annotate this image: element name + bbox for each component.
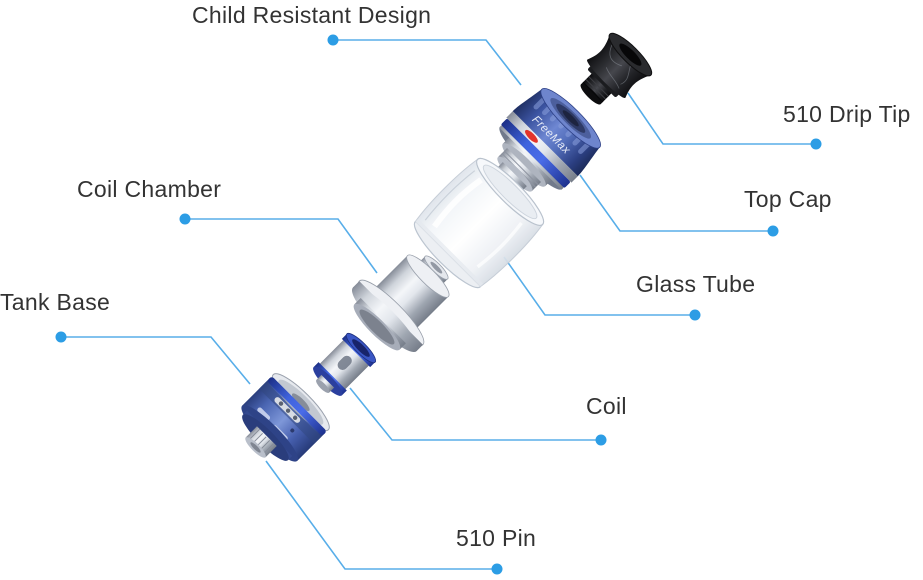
part-tank-base bbox=[241, 373, 330, 462]
callout-line-child-resistant bbox=[333, 39, 522, 86]
label-top-cap: Top Cap bbox=[744, 186, 832, 212]
label-glass-tube: Glass Tube bbox=[636, 271, 756, 297]
label-coil: Coil bbox=[586, 393, 627, 419]
callout-dot-tank-base bbox=[55, 331, 67, 343]
coil-air-slot bbox=[337, 355, 352, 370]
red-logo-badge bbox=[525, 129, 538, 143]
base-o-ring bbox=[268, 377, 326, 435]
part-glass-tube bbox=[413, 157, 545, 289]
callout-dot-child-resistant bbox=[327, 34, 339, 46]
part-top-cap: FreeMax bbox=[496, 88, 601, 193]
callout-dot-coil bbox=[595, 434, 607, 446]
label-child-resistant-design: Child Resistant Design bbox=[192, 2, 432, 28]
callout-dot-top-cap bbox=[767, 225, 779, 237]
callout-dot-coil-chamber bbox=[179, 213, 191, 225]
label-tank-base: Tank Base bbox=[0, 289, 111, 315]
part-drip-tip bbox=[580, 32, 653, 105]
callout-dot-glass-tube bbox=[689, 309, 701, 321]
glass-highlight bbox=[432, 177, 483, 229]
callout-lines bbox=[61, 39, 816, 570]
part-coil bbox=[313, 332, 377, 396]
callout-dot-510-pin bbox=[491, 563, 503, 575]
callout-line-drip-tip bbox=[627, 92, 816, 145]
airflow-slot bbox=[257, 407, 271, 421]
callout-line-top-cap bbox=[579, 174, 773, 232]
callout-dot-drip-tip bbox=[810, 138, 822, 150]
label-coil-chamber: Coil Chamber bbox=[77, 176, 222, 202]
callout-line-glass-tube bbox=[503, 256, 695, 316]
label-510-drip-tip: 510 Drip Tip bbox=[783, 101, 911, 127]
callout-line-coil-chamber bbox=[185, 218, 378, 274]
callout-dots bbox=[55, 34, 822, 575]
callout-line-tank-base bbox=[61, 336, 251, 385]
callout-line-coil bbox=[349, 387, 601, 441]
label-510-pin: 510 Pin bbox=[456, 525, 537, 551]
part-coil-chamber bbox=[351, 254, 450, 353]
callout-line-510-pin bbox=[265, 460, 497, 570]
